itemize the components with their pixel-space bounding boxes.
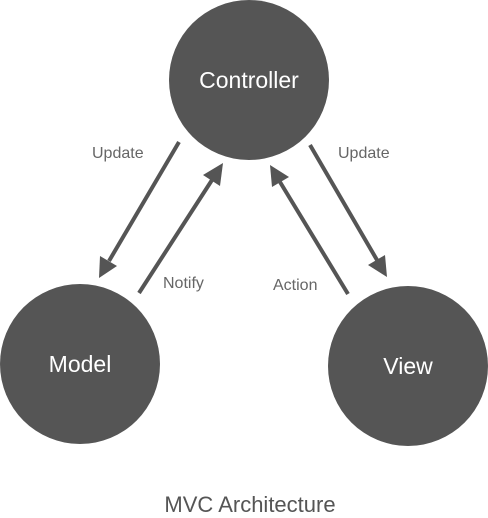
edge-controller-to-view-arrowhead bbox=[368, 255, 387, 277]
edge-controller-to-model-label: Update bbox=[92, 145, 144, 162]
diagram-caption: MVC Architecture bbox=[164, 492, 335, 517]
edge-model-to-controller-arrowhead bbox=[203, 163, 223, 186]
model-node-circle bbox=[0, 284, 160, 444]
model-node: Model bbox=[0, 284, 160, 444]
edge-model-to-controller-label: Notify bbox=[163, 275, 204, 292]
controller-node-label: Controller bbox=[199, 67, 299, 93]
edge-view-to-controller: Action bbox=[270, 165, 350, 296]
edge-view-to-controller-label: Action bbox=[273, 277, 317, 294]
edge-view-to-controller-line bbox=[278, 180, 350, 296]
view-node: View bbox=[328, 286, 488, 446]
edge-view-to-controller-arrowhead bbox=[270, 165, 289, 187]
view-node-circle bbox=[328, 286, 488, 446]
edge-controller-to-view-label: Update bbox=[338, 145, 390, 162]
edge-controller-to-view: Update bbox=[308, 143, 390, 277]
edge-controller-to-model-arrowhead bbox=[99, 256, 117, 278]
controller-node: Controller bbox=[169, 0, 329, 160]
controller-node-circle bbox=[169, 0, 329, 160]
edge-model-to-controller-line bbox=[137, 178, 214, 295]
edge-model-to-controller: Notify bbox=[137, 163, 223, 295]
model-node-label: Model bbox=[49, 351, 112, 377]
edge-controller-to-model: Update bbox=[92, 140, 181, 278]
edge-controller-to-view-line bbox=[308, 143, 379, 262]
view-node-label: View bbox=[383, 353, 433, 379]
edge-controller-to-model-line bbox=[107, 140, 181, 263]
